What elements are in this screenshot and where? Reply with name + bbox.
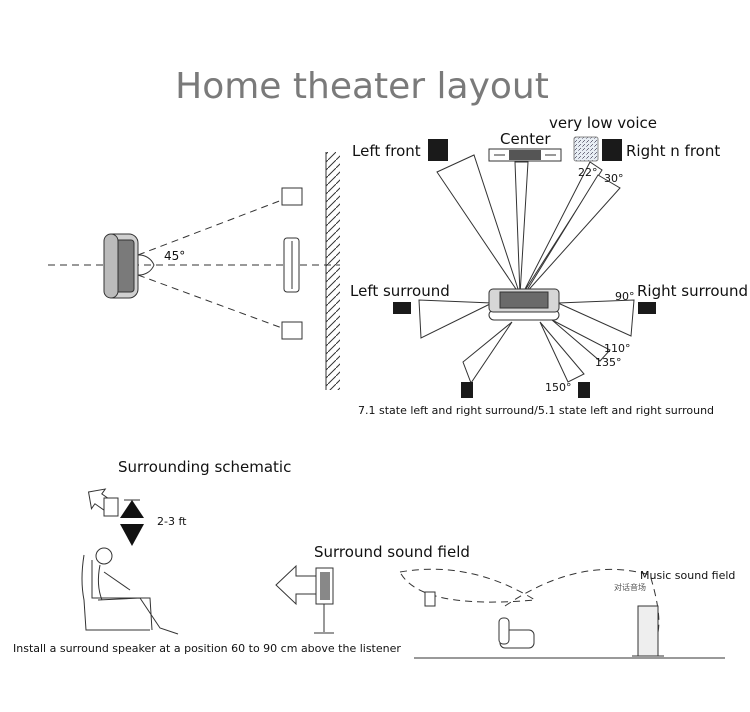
surrounding-schematic-heading: Surrounding schematic (118, 458, 291, 476)
speaker-layout: Left front Center very low voice Right n… (350, 114, 748, 417)
surround-sound-field: Surround sound field Music sound field 对… (314, 543, 735, 659)
angle-45-label: 45° (164, 249, 185, 263)
center-label: Center (500, 130, 551, 148)
armchair-icon (498, 617, 535, 649)
left-rear-beam (462, 321, 513, 385)
left-front-beam (436, 154, 521, 296)
angle-diagram: 45° (48, 152, 340, 390)
surround-field-outline (399, 568, 537, 603)
very-low-voice-label: very low voice (549, 114, 657, 132)
install-caption: Install a surround speaker at a position… (13, 642, 401, 655)
right-front-label: Right n front (626, 142, 720, 160)
height-arrow-down-icon (120, 524, 144, 546)
right-rear-beam-150 (539, 321, 585, 383)
height-arrow-up-icon (120, 500, 144, 518)
right-front-beam-30 (523, 174, 621, 296)
left-front-speaker (428, 139, 448, 161)
right-surround-beam (557, 299, 635, 337)
angle-110-label: 110° (604, 342, 631, 355)
surrounding-schematic: Surrounding schematic 2-3 ft Install a s… (13, 458, 401, 655)
dialogue-field-label: 对话音场 (614, 582, 646, 592)
right-rear-speaker (578, 382, 590, 398)
sofa-icon (103, 233, 139, 299)
front-right-line (137, 274, 283, 329)
height-label: 2-3 ft (157, 515, 187, 528)
angle-30-label: 30° (604, 172, 624, 185)
surround-sound-field-heading: Surround sound field (314, 543, 470, 561)
center-beam (514, 161, 529, 296)
wall (325, 152, 340, 390)
right-front-speaker (602, 139, 622, 161)
page-title: Home theater layout (175, 66, 549, 107)
subwoofer-icon (573, 136, 599, 162)
left-surround-label: Left surround (350, 282, 450, 300)
layout-caption: 7.1 state left and right surround/5.1 st… (358, 404, 714, 417)
angle-135-label: 135° (595, 356, 622, 369)
left-rear-speaker (461, 382, 473, 398)
right-surround-speaker (638, 302, 656, 314)
left-surround-beam (418, 299, 493, 339)
elevated-speaker-icon (87, 488, 119, 517)
front-left-speaker (281, 187, 303, 206)
tower-speaker-icon (632, 605, 664, 657)
angle-90-label: 90° (615, 290, 635, 303)
music-field-label: Music sound field (640, 569, 735, 582)
right-rear-beam-135 (551, 319, 611, 362)
front-right-speaker (281, 321, 303, 340)
right-front-beam-22 (521, 161, 603, 296)
front-left-line (137, 199, 283, 256)
tv-icon (283, 237, 300, 293)
stand-speaker-icon (275, 564, 334, 634)
angle-150-label: 150° (545, 381, 572, 394)
music-field-outline (504, 568, 660, 651)
wall-speaker-icon (424, 591, 436, 607)
left-front-label: Left front (352, 142, 421, 160)
right-surround-label: Right surround (637, 282, 748, 300)
listener-sofa-icon (488, 288, 560, 321)
seated-person-icon (81, 547, 179, 635)
center-speaker-icon (488, 148, 562, 162)
left-surround-speaker (393, 302, 411, 314)
angle-22-label: 22° (578, 166, 598, 179)
